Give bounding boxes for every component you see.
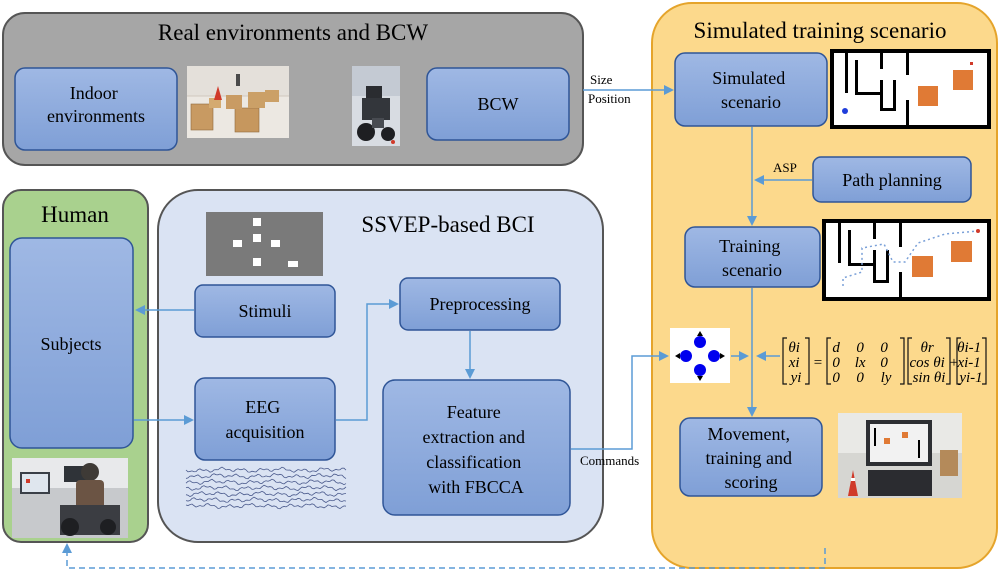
box-eeg-line1: EEG: [245, 397, 280, 417]
eeg-trace: [185, 466, 347, 473]
eq-m-21: 0: [856, 370, 864, 386]
arrow-feedback-dashed: [62, 543, 826, 569]
box-path-planning: Path planning: [812, 156, 972, 203]
eeg-trace: [185, 503, 347, 510]
box-subjects-label: Subjects: [41, 334, 102, 354]
eq-m-22: ly: [881, 370, 892, 386]
box-feature-line4: with FBCCA: [428, 477, 524, 497]
svg-text:Training scenario: Training scenario: [719, 236, 785, 280]
box-movement-training-scoring: Movement, training and scoring: [679, 417, 823, 497]
region-title-human: Human: [41, 202, 109, 227]
box-eeg-line2: acquisition: [226, 422, 305, 442]
svg-text:Simulated scenario: Simulated scenario: [712, 68, 790, 112]
svg-text:θi-1 xi-1 yi-1: θi-1 xi-1 yi-1: [956, 340, 984, 386]
box-movement-line1: Movement,: [708, 424, 791, 444]
eq-prev-1: xi-1: [956, 355, 980, 371]
box-movement-line2: training and: [706, 448, 792, 468]
eq-m-00: d: [832, 340, 840, 356]
svg-text:Feature extraction and: Feature extraction and classification wi…: [423, 402, 530, 497]
eq-prev-0: θi-1: [957, 340, 981, 356]
box-indoor-environments: Indoor environments: [14, 67, 178, 151]
eq-m-10: 0: [832, 355, 840, 371]
box-indoor-line2: environments: [47, 106, 145, 126]
stimuli-screen: [206, 212, 323, 276]
box-eeg-acquisition: EEG acquisition: [194, 377, 336, 461]
box-subjects: Subjects: [9, 237, 134, 449]
svg-text:d 0 0 0: d 0 0 0 lx 0 0 0 ly: [832, 340, 891, 386]
arrow-eeg-to-preprocessing: [336, 299, 399, 421]
box-feature-line2: extraction and: [423, 427, 525, 447]
movement-photo: [838, 413, 962, 498]
box-preprocessing-label: Preprocessing: [430, 294, 531, 314]
box-feature-line1: Feature: [447, 402, 501, 422]
box-stimuli-label: Stimuli: [238, 301, 291, 321]
eeg-trace: [185, 478, 347, 486]
box-training-scenario: Training scenario: [684, 226, 821, 288]
maze-map: [830, 49, 991, 129]
indoor-photo: [187, 66, 289, 138]
eeg-trace: [185, 484, 347, 492]
svg-text:θi xi yi: θi xi yi: [788, 340, 804, 386]
svg-text:+: +: [950, 355, 958, 371]
direction-pad: [670, 328, 730, 383]
eq-vec-1: cos θi: [909, 355, 944, 371]
maze-path-map: [822, 219, 991, 301]
box-sim-line2: scenario: [721, 92, 781, 112]
edge-label-commands: Commands: [580, 453, 639, 468]
svg-text:EEG acquisition: EEG acquisition: [226, 397, 305, 442]
svg-text:=: =: [814, 355, 822, 371]
region-title-real-env: Real environments and BCW: [158, 20, 428, 45]
edge-label-size: Size: [590, 72, 613, 87]
eeg-trace: [185, 473, 347, 480]
box-stimuli: Stimuli: [194, 284, 336, 338]
eq-m-20: 0: [832, 370, 840, 386]
wheelchair-photo: [352, 66, 400, 146]
eeg-trace: [185, 496, 347, 503]
eq-m-01: 0: [856, 340, 864, 356]
eq-prev-2: yi-1: [957, 370, 982, 386]
box-path-planning-label: Path planning: [842, 170, 942, 190]
svg-text:Movement, training and: Movement, training and scoring: [706, 424, 797, 492]
box-sim-line1: Simulated: [712, 68, 785, 88]
eq-lhs-2: yi: [789, 370, 802, 386]
eeg-trace: [185, 490, 347, 498]
box-simulated-scenario: Simulated scenario: [674, 52, 828, 127]
box-bcw-label: BCW: [477, 94, 518, 114]
edge-label-asp: ASP: [773, 160, 797, 175]
eq-m-02: 0: [880, 340, 888, 356]
region-title-simulated: Simulated training scenario: [694, 18, 947, 43]
eeg-signal: [185, 466, 347, 510]
eq-m-11: lx: [855, 355, 866, 371]
box-feature-extraction: Feature extraction and classification wi…: [382, 379, 571, 516]
svg-text:Indoor environments: Indoor environments: [47, 83, 145, 126]
box-bcw: BCW: [426, 67, 570, 141]
svg-text:θr cos θi sin θi: θr cos θi sin θi: [909, 340, 948, 386]
eq-m-12: 0: [880, 355, 888, 371]
eq-lhs-1: xi: [788, 355, 800, 371]
state-equation: θi xi yi = d 0 0 0 lx 0 0 0 ly θr cos θi…: [782, 337, 987, 386]
region-title-bci: SSVEP-based BCI: [361, 212, 534, 237]
box-training-line1: Training: [719, 236, 780, 256]
arrow-commands: [571, 351, 669, 450]
box-preprocessing: Preprocessing: [399, 277, 561, 331]
subject-photo: [12, 458, 128, 538]
box-movement-line3: scoring: [725, 472, 778, 492]
box-feature-line3: classification: [426, 452, 521, 472]
eq-lhs-0: θi: [788, 340, 800, 356]
edge-label-position: Position: [588, 91, 631, 106]
eq-vec-0: θr: [921, 340, 934, 356]
box-indoor-line1: Indoor: [70, 83, 118, 103]
box-training-line2: scenario: [722, 260, 782, 280]
eq-vec-2: sin θi: [913, 370, 946, 386]
